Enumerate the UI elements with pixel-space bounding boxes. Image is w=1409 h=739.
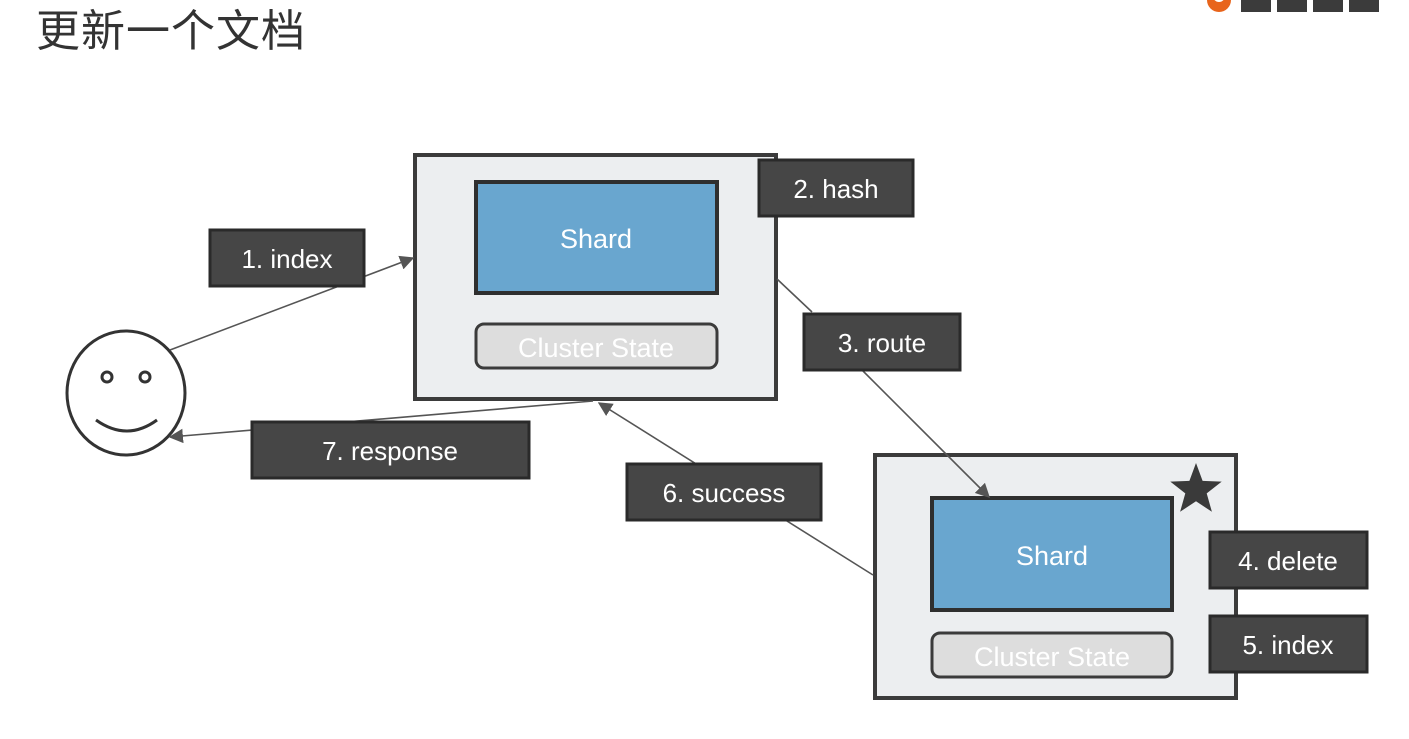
step-4-delete: 4. delete bbox=[1208, 530, 1369, 590]
arrow-index-request bbox=[169, 255, 415, 351]
cluster-state-label: Cluster State bbox=[974, 642, 1130, 672]
step-label: 6. success bbox=[663, 478, 786, 508]
logo-mark-icon bbox=[1207, 0, 1231, 12]
primary-shard: Shard bbox=[930, 496, 1174, 612]
arrow-response bbox=[168, 400, 594, 444]
brand-logo bbox=[1207, 0, 1379, 12]
step-label: 7. response bbox=[322, 436, 458, 466]
step-2-hash: 2. hash bbox=[757, 158, 915, 218]
step-label: 2. hash bbox=[793, 174, 878, 204]
page-title: 更新一个文档 bbox=[36, 6, 306, 57]
step-label: 5. index bbox=[1242, 630, 1333, 660]
coordinating-node: Shard Cluster State bbox=[413, 153, 778, 401]
cluster-state-label: Cluster State bbox=[518, 333, 674, 363]
primary-node: Shard Cluster State bbox=[873, 453, 1238, 700]
step-label: 4. delete bbox=[1238, 546, 1338, 576]
step-6-success: 6. success bbox=[625, 462, 823, 522]
step-3-route: 3. route bbox=[802, 312, 962, 372]
step-label: 1. index bbox=[241, 244, 332, 274]
arrow-route-upper bbox=[776, 278, 813, 313]
step-7-response: 7. response bbox=[250, 420, 531, 480]
step-label: 3. route bbox=[838, 328, 926, 358]
coordinating-shard: Shard bbox=[474, 180, 719, 295]
smiley-face-icon bbox=[65, 329, 187, 457]
step-5-index: 5. index bbox=[1208, 614, 1369, 674]
primary-cluster-state: Cluster State bbox=[930, 631, 1174, 679]
coordinating-cluster-state: Cluster State bbox=[474, 322, 719, 370]
shard-label: Shard bbox=[560, 224, 632, 254]
shard-label: Shard bbox=[1016, 541, 1088, 571]
step-1-index: 1. index bbox=[208, 228, 366, 288]
arrow-route-lower bbox=[861, 369, 991, 499]
star-icon bbox=[1170, 463, 1222, 512]
